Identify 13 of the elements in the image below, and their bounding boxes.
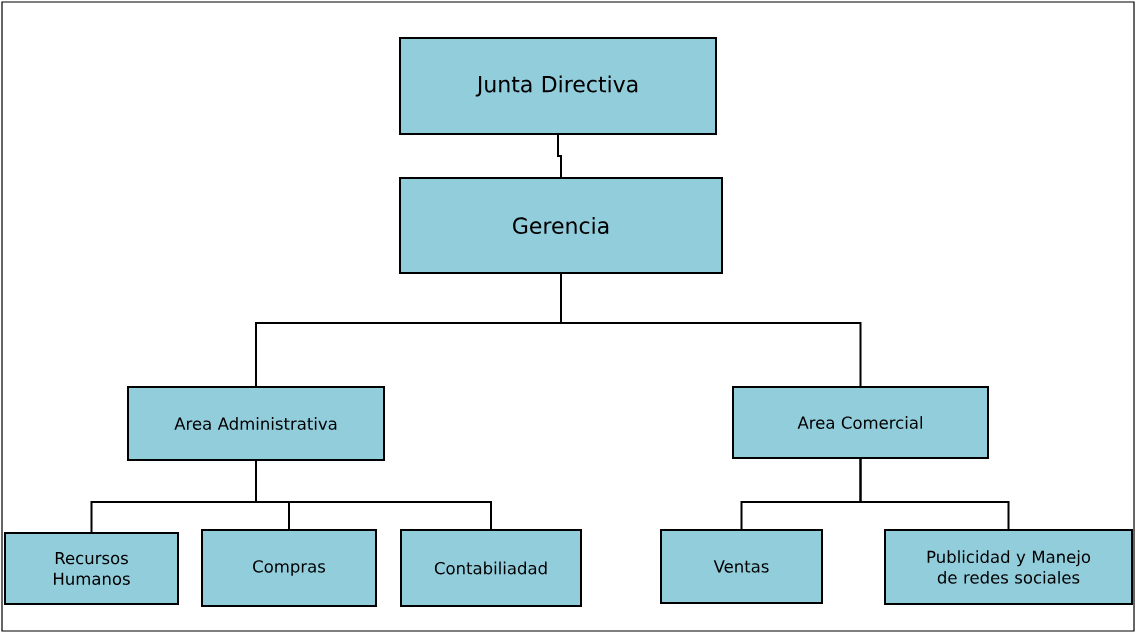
connector-line (560, 273, 862, 387)
org-box: Ventas (660, 529, 823, 604)
connector-line (859, 458, 1010, 530)
org-box: Compras (201, 529, 377, 607)
org-box: Recursos Humanos (4, 532, 179, 605)
org-box: Publicidad y Manejo de redes sociales (884, 529, 1133, 605)
connector-line (557, 134, 562, 178)
connector-line (255, 460, 492, 530)
org-box: Area Comercial (732, 386, 989, 459)
org-box: Area Administrativa (127, 386, 385, 461)
org-box: Junta Directiva (399, 37, 717, 135)
org-box: Contabiliadad (400, 529, 582, 607)
org-box: Gerencia (399, 177, 723, 274)
